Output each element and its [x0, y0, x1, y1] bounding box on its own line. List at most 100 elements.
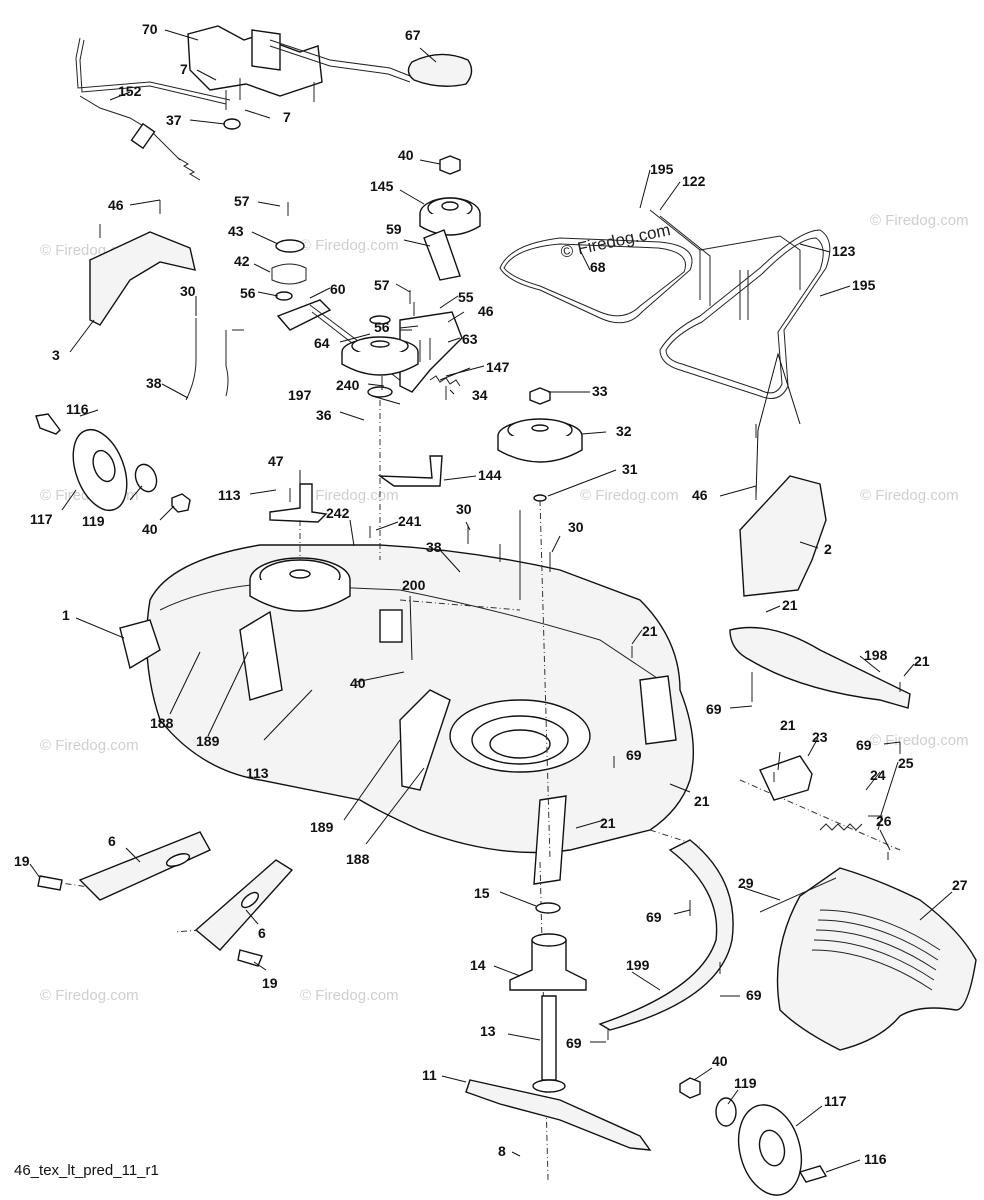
callout-46: 46: [692, 487, 708, 503]
callout-31: 31: [622, 461, 638, 477]
idler-assembly: [271, 155, 481, 393]
callout-40: 40: [142, 521, 158, 537]
callout-6: 6: [108, 833, 116, 849]
callout-240: 240: [336, 377, 360, 393]
callout-59: 59: [386, 221, 402, 237]
lift-linkage: [75, 25, 411, 181]
callout-34: 34: [472, 387, 488, 403]
callout-11: 11: [422, 1067, 437, 1083]
callout-8: 8: [498, 1143, 506, 1159]
callout-56: 56: [374, 319, 390, 335]
watermark-tile: © Firedog.com: [300, 237, 399, 254]
callout-117: 117: [824, 1093, 847, 1109]
callout-67: 67: [405, 27, 421, 43]
belt-guide-123: [649, 209, 801, 320]
callout-69: 69: [646, 909, 662, 925]
pulley-32: [497, 387, 583, 502]
callout-113: 113: [246, 765, 269, 781]
callout-37: 37: [166, 112, 182, 128]
callout-119: 119: [82, 513, 105, 529]
callout-29: 29: [738, 875, 754, 891]
watermark-tile: © Firedog.com: [300, 987, 399, 1004]
callout-21: 21: [600, 815, 616, 831]
spring-25: [819, 815, 883, 831]
callout-21: 21: [642, 623, 658, 639]
callout-119: 119: [734, 1075, 757, 1091]
callout-116: 116: [66, 401, 89, 417]
callout-144: 144: [478, 467, 502, 483]
callout-21: 21: [694, 793, 710, 809]
rod-29: [759, 877, 837, 913]
callout-13: 13: [480, 1023, 496, 1039]
callout-14: 14: [470, 957, 486, 973]
callout-15: 15: [474, 885, 490, 901]
callout-60: 60: [330, 281, 346, 297]
hanger-bar-6a: [78, 831, 211, 901]
callout-24: 24: [870, 767, 886, 783]
watermark-tile: © Firedog.com: [870, 732, 969, 749]
belt-cover-right: [739, 475, 827, 597]
mower-deck: [119, 544, 694, 885]
callout-69: 69: [626, 747, 642, 763]
callout-19: 19: [14, 853, 30, 869]
callout-27: 27: [952, 877, 968, 893]
watermark-main: © Firedog.com: [559, 220, 672, 262]
callout-117: 117: [30, 511, 53, 527]
callout-147: 147: [486, 359, 510, 375]
knob-67: [407, 53, 473, 87]
callout-200: 200: [402, 577, 426, 593]
callout-198: 198: [864, 647, 888, 663]
callout-25: 25: [898, 755, 914, 771]
callout-43: 43: [228, 223, 244, 239]
callout-69: 69: [566, 1035, 582, 1051]
callout-26: 26: [876, 813, 892, 829]
callout-42: 42: [234, 253, 250, 269]
callout-64: 64: [314, 335, 330, 351]
gauge-wheel-left: [35, 413, 191, 513]
callout-69: 69: [706, 701, 722, 717]
callout-19: 19: [262, 975, 278, 991]
callout-40: 40: [398, 147, 414, 163]
callout-56: 56: [240, 285, 256, 301]
pulley-36: [341, 315, 419, 398]
discharge-chute-27: [776, 867, 977, 1051]
callout-7: 7: [180, 61, 188, 77]
callout-123: 123: [832, 243, 856, 259]
baffle-198: [729, 626, 911, 709]
watermark-tile: © Firedog.com: [860, 487, 959, 504]
callout-57: 57: [374, 277, 390, 293]
callout-189: 189: [310, 819, 334, 835]
bar-199: [598, 839, 734, 1031]
callout-21: 21: [914, 653, 930, 669]
callout-188: 188: [346, 851, 370, 867]
gauge-wheel-right: [679, 1077, 828, 1196]
callout-113: 113: [218, 487, 241, 503]
callout-145: 145: [370, 178, 394, 194]
callout-69: 69: [746, 987, 762, 1003]
callout-38: 38: [426, 539, 442, 555]
callout-3: 3: [52, 347, 60, 363]
callout-21: 21: [782, 597, 798, 613]
callout-7: 7: [283, 109, 291, 125]
leader-lines: [29, 29, 953, 1173]
bracket-47: [269, 483, 328, 523]
callout-40: 40: [712, 1053, 728, 1069]
callout-188: 188: [150, 715, 174, 731]
watermark-tile: © Firedog.com: [870, 212, 969, 229]
callout-199: 199: [626, 957, 650, 973]
callout-189: 189: [196, 733, 220, 749]
callout-197: 197: [288, 387, 312, 403]
callout-55: 55: [458, 289, 474, 305]
callout-46: 46: [478, 303, 494, 319]
callout-30: 30: [180, 283, 196, 299]
callout-70: 70: [142, 21, 158, 37]
callout-38: 38: [146, 375, 162, 391]
callout-63: 63: [462, 331, 478, 347]
callout-6: 6: [258, 925, 266, 941]
callout-195: 195: [852, 277, 876, 293]
bracket-23: [759, 755, 813, 801]
callout-152: 152: [118, 83, 142, 99]
callout-30: 30: [456, 501, 472, 517]
watermark-tile: © Firedog.com: [40, 987, 139, 1004]
